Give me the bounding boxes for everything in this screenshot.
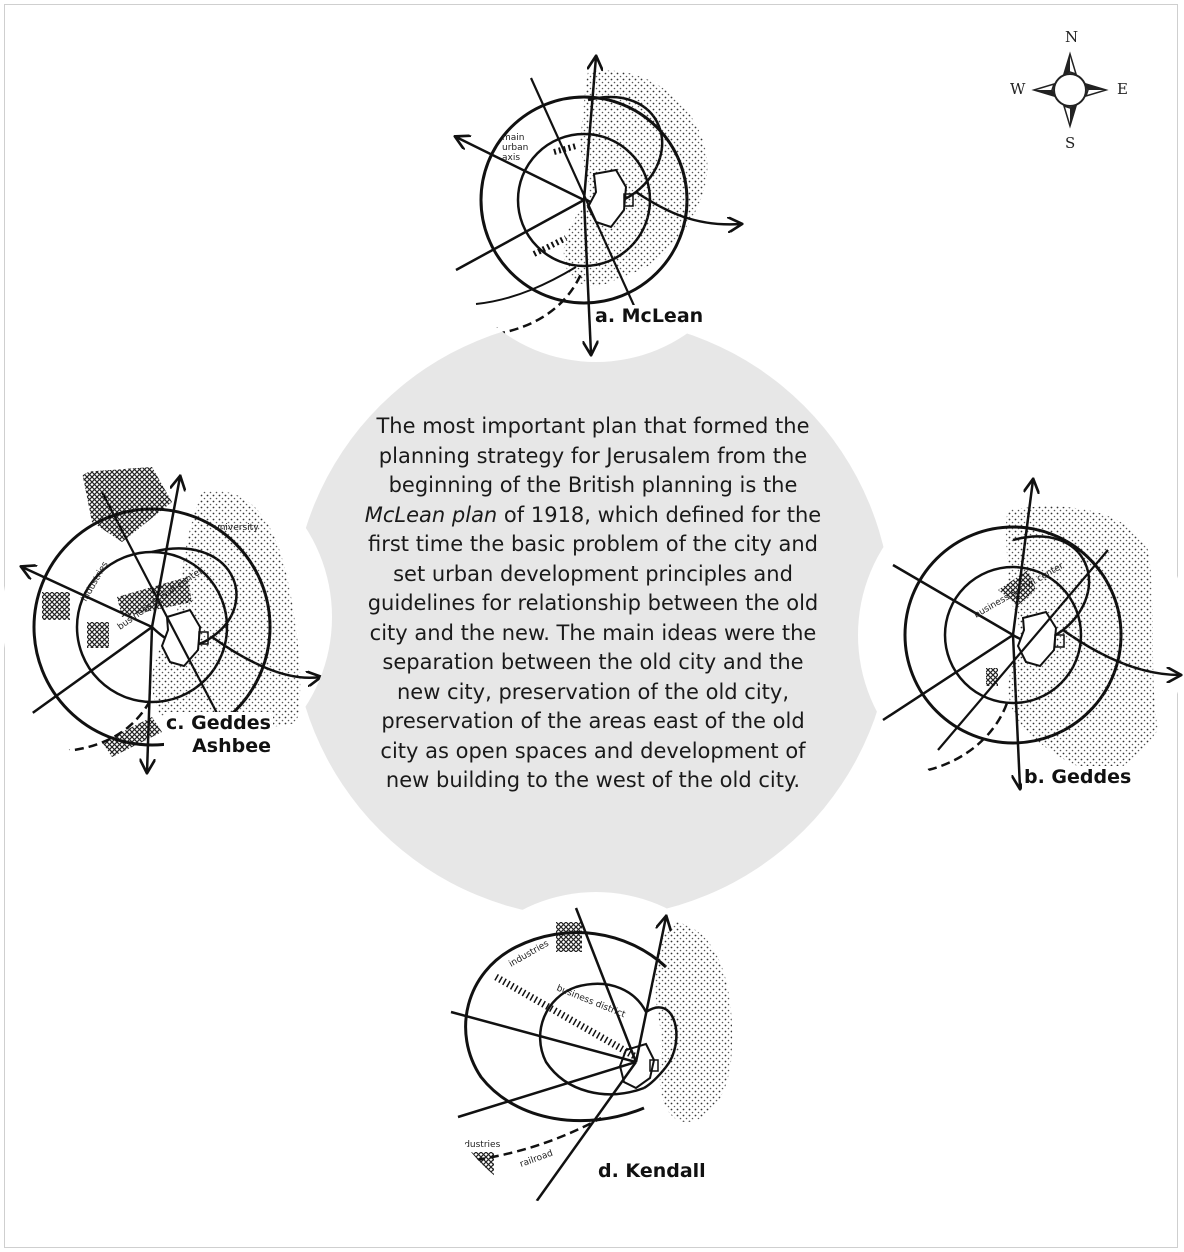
compass-south: S: [1065, 134, 1075, 152]
geddes-annotation-road: road: [908, 775, 928, 785]
description-emphasis: McLean plan: [365, 503, 497, 527]
description-text-after: of 1918, which defined for the first tim…: [368, 503, 822, 793]
plan-label-geddes-ashbee: c. Geddes Ashbee: [164, 712, 273, 758]
kendall-annotation-industries-north: industries: [508, 939, 552, 970]
plan-description: The most important plan that formed the …: [360, 412, 826, 796]
plan-label-geddes: b. Geddes: [1022, 766, 1133, 789]
mclean-annotation-urban: urban: [502, 143, 528, 153]
ashbee-annotation-university: university: [214, 523, 259, 533]
mclean-annotation-axis: axis: [502, 153, 520, 163]
mclean-annotation-main: main: [502, 133, 525, 143]
description-text-before: The most important plan that formed the …: [376, 414, 809, 497]
plan-label-geddes-ashbee-line2: Ashbee: [166, 735, 271, 758]
plan-label-geddes-ashbee-line1: c. Geddes: [166, 712, 271, 735]
plan-label-kendall: d. Kendall: [596, 1160, 708, 1183]
compass-west: W: [1010, 80, 1025, 98]
kendall-annotation-railroad: railroad: [519, 1149, 555, 1170]
compass-north: N: [1065, 28, 1078, 46]
plan-label-mclean: a. McLean: [593, 305, 705, 328]
mclean-annotation-road: road: [478, 327, 498, 337]
compass-east: E: [1117, 80, 1128, 98]
kendall-annotation-business-district: business district: [555, 984, 627, 1021]
kendall-annotation-industries-south: industries: [456, 1140, 501, 1150]
ashbee-annotation-industries: industries: [80, 560, 111, 604]
plan-geddes-map: business & civil center road: [858, 470, 1184, 800]
compass-rose: N S W E: [1010, 28, 1130, 158]
